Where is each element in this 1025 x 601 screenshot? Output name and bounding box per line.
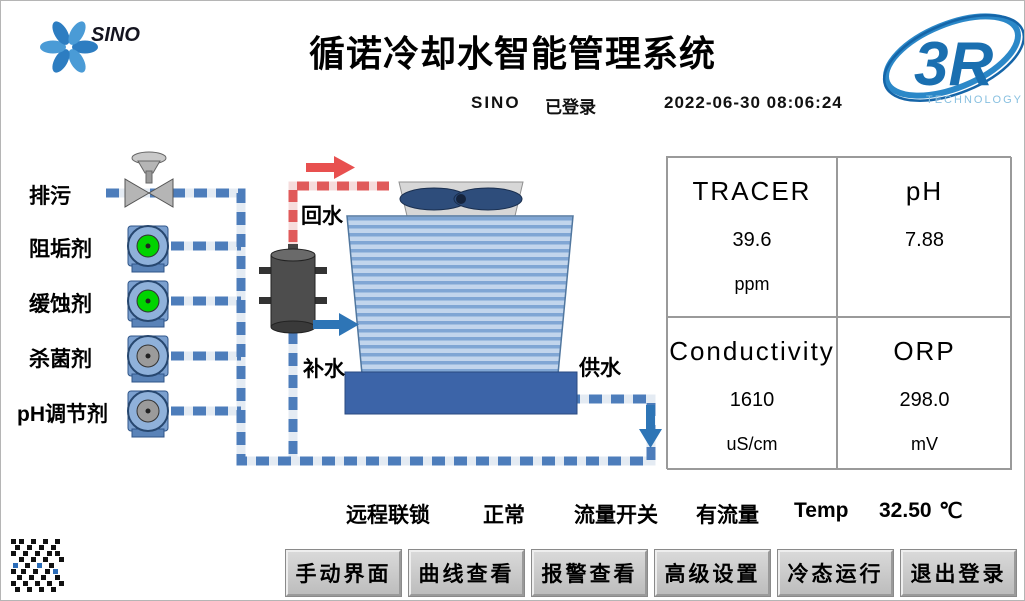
supply-flow-arrow	[639, 405, 662, 448]
temp-value: 32.50	[879, 499, 932, 522]
three-r-logo-text: 3R	[914, 30, 993, 99]
label-return-water: 回水	[301, 205, 343, 228]
return-flow-arrow	[306, 156, 355, 179]
measurement-value: 1610	[729, 389, 775, 411]
label-blowdown: 排污	[29, 185, 71, 208]
page-title: 循诺冷却水智能管理系统	[308, 33, 716, 74]
label-supply-water: 供水	[579, 357, 621, 380]
measurement-name: pH	[905, 176, 944, 206]
measurement-panel: TRACER 39.6 ppm pH 7.88 Conductivity 161…	[666, 156, 1012, 470]
pump-scale-inhibitor	[127, 225, 169, 273]
label-scale-inhibitor: 阻垢剂	[29, 238, 92, 261]
button-advanced-settings[interactable]: 高级设置	[654, 549, 771, 597]
cooling-water-pipes	[106, 188, 656, 466]
flow-switch-label: 流量开关	[574, 504, 658, 527]
navigation-button-bar: 手动界面 曲线查看 报警查看 高级设置 冷态运行 退出登录	[285, 549, 1017, 597]
datetime: 2022-06-30 08:06:24	[664, 93, 843, 112]
qr-code	[9, 537, 67, 595]
blowdown-valve	[124, 151, 174, 208]
return-water-pipe	[288, 181, 389, 253]
label-biocide: 杀菌剂	[29, 348, 92, 371]
tower-basin	[344, 371, 578, 415]
three-r-logo: 3R TECHNOLOGY	[874, 1, 1024, 121]
label-ph-adjuster: pH调节剂	[17, 403, 108, 426]
makeup-flow-arrow	[313, 313, 359, 336]
tower-fan	[399, 187, 523, 211]
measurement-ph: pH 7.88	[837, 157, 1012, 317]
label-corrosion-inhibitor: 缓蚀剂	[29, 293, 92, 316]
measurement-tracer: TRACER 39.6 ppm	[667, 157, 837, 317]
sino-logo-text: SINO	[91, 24, 140, 46]
temp-unit: ℃	[939, 500, 963, 523]
measurement-name: ORP	[893, 336, 956, 366]
measurement-value: 39.6	[732, 229, 772, 251]
button-logout[interactable]: 退出登录	[900, 549, 1017, 597]
measurement-value: 7.88	[905, 229, 944, 251]
sino-pinwheel-icon	[40, 21, 98, 73]
label-makeup-water: 补水	[303, 358, 345, 381]
logged-user: SINO	[471, 93, 521, 112]
interlock-value: 正常	[483, 504, 525, 527]
measurement-orp: ORP 298.0 mV	[837, 317, 1012, 470]
flow-switch-value: 有流量	[696, 504, 759, 527]
measurement-name: TRACER	[692, 176, 812, 206]
heat-exchanger	[259, 244, 327, 334]
sino-logo: SINO	[25, 7, 155, 79]
pump-biocide	[127, 335, 169, 383]
measurement-value: 298.0	[899, 389, 950, 411]
pump-corrosion-inhibitor	[127, 280, 169, 328]
login-status: 已登录	[545, 98, 596, 117]
measurement-name: Conductivity	[669, 336, 835, 366]
measurement-unit: uS/cm	[726, 434, 778, 454]
pump-ph-adjuster	[127, 390, 169, 438]
three-r-logo-subtext: TECHNOLOGY	[926, 94, 1023, 106]
cooling-tower	[344, 181, 578, 415]
temp-label: Temp	[794, 499, 849, 522]
measurement-conductivity: Conductivity 1610 uS/cm	[667, 317, 837, 470]
measurement-unit: mV	[911, 434, 938, 454]
button-alarm-view[interactable]: 报警查看	[531, 549, 648, 597]
button-manual-screen[interactable]: 手动界面	[285, 549, 402, 597]
interlock-label: 远程联锁	[346, 504, 430, 527]
measurement-unit: ppm	[734, 274, 770, 294]
button-cold-run[interactable]: 冷态运行	[777, 549, 894, 597]
button-curve-view[interactable]: 曲线查看	[408, 549, 525, 597]
